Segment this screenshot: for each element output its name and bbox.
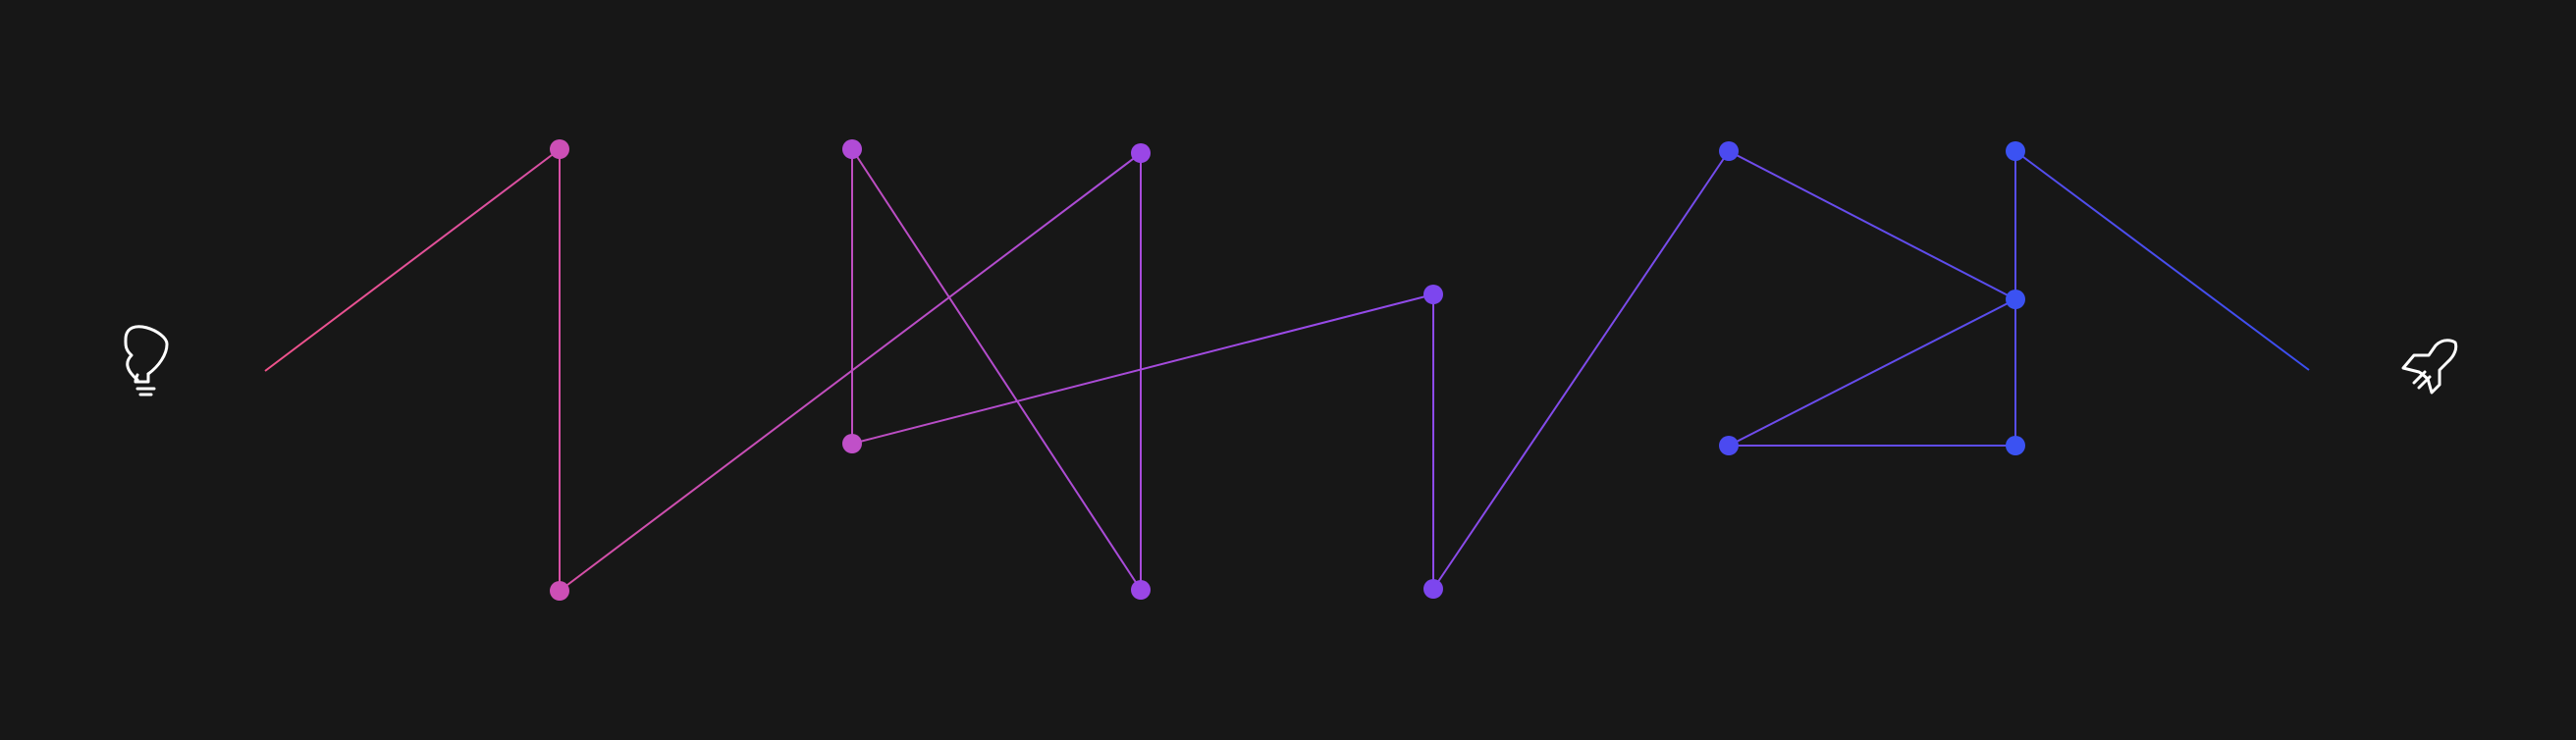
node-n6 [1131, 580, 1151, 600]
edge-n3-n7 [851, 293, 1434, 445]
node-n9 [1719, 141, 1739, 161]
node-n11 [2006, 141, 2025, 161]
edge-n11-e [2014, 150, 2310, 371]
rocket-icon [2401, 339, 2458, 395]
nodes [550, 139, 2025, 601]
edge-n2-n5 [559, 152, 1142, 592]
lightbulb-icon [124, 325, 169, 396]
node-n3 [842, 434, 862, 453]
node-n8 [1423, 579, 1443, 599]
node-n2 [550, 581, 569, 601]
node-n10 [1719, 436, 1739, 455]
node-n4 [842, 139, 862, 159]
edge-n9-n12 [1728, 150, 2016, 300]
edge-n12-n10 [1728, 298, 2016, 447]
node-n5 [1131, 143, 1151, 163]
node-n13 [2006, 436, 2025, 455]
node-n12 [2006, 290, 2025, 309]
edge-s-n1 [264, 148, 561, 372]
edges [264, 148, 2310, 592]
edge-n6-n4 [851, 148, 1142, 591]
edge-n8-n9 [1432, 150, 1730, 590]
node-n1 [550, 139, 569, 159]
node-n7 [1423, 285, 1443, 304]
